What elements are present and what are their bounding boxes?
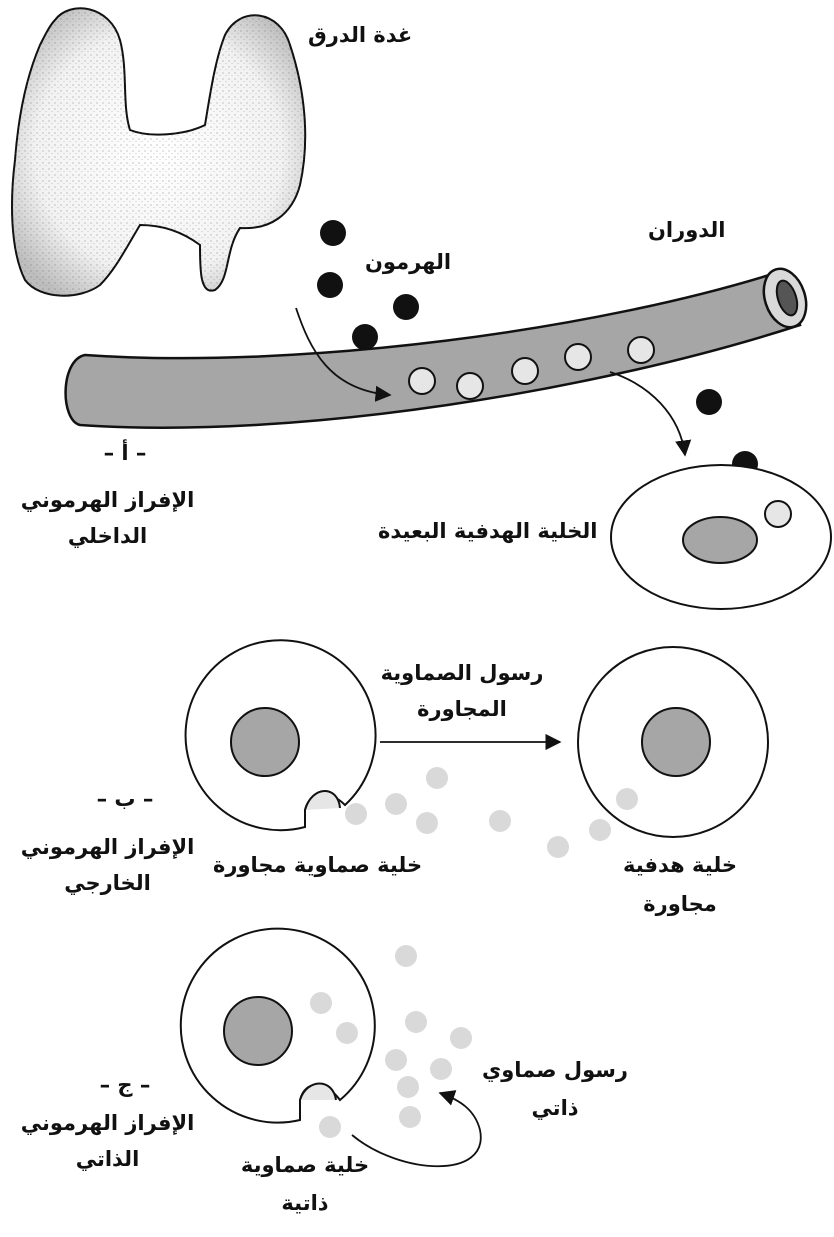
paracrine-messenger-label-2: المجاورة	[417, 697, 507, 721]
circulation-label: الدوران	[648, 218, 726, 242]
panel-a-title: الإفراز الهرموني	[20, 488, 195, 512]
panel-c-title: الإفراز الهرموني	[20, 1111, 195, 1135]
autocrine-messenger-label-2: ذاتي	[531, 1096, 579, 1120]
distant-target-cell	[610, 464, 832, 610]
hormone-label: الهرمون	[365, 250, 452, 274]
panel-b-subtitle: الخارجي	[64, 871, 151, 895]
thyroid-gland	[11, 7, 307, 297]
panel-c-subtitle: الذاتي	[75, 1147, 140, 1171]
paracrine-messenger-label: رسول الصماوية	[380, 661, 544, 685]
delivery-arrow	[609, 371, 692, 457]
autocrine-cell	[179, 927, 376, 1124]
distant-target-label: الخلية الهدفية البعيدة	[378, 519, 598, 543]
secretion-arrow	[295, 307, 392, 402]
gland-label: غدة الدرق	[308, 23, 413, 47]
panel-b-title: الإفراز الهرموني	[20, 835, 195, 859]
paracrine-target-label: خلية هدفية	[622, 853, 738, 877]
circulating-hormones	[408, 336, 655, 400]
paracrine-target-label-2: مجاورة	[643, 892, 717, 916]
panel-b-letter: – ب –	[96, 787, 154, 811]
nucleus	[223, 996, 293, 1066]
blood-vessel	[64, 267, 808, 429]
autocrine-messenger-label: رسول صماوي	[482, 1058, 628, 1082]
panel-c-letter: – ج –	[99, 1073, 151, 1097]
autocrine-cell-label-2: ذاتية	[281, 1191, 329, 1215]
paracrine-target-cell	[577, 646, 769, 838]
nucleus	[641, 707, 711, 777]
paracrine-source-label: خلية صماوية مجاورة	[213, 853, 423, 877]
panel-a-letter: – أ –	[103, 441, 147, 465]
nucleus	[230, 707, 300, 777]
paracrine-source-cell	[184, 639, 377, 832]
paracrine-messengers	[345, 767, 638, 858]
autocrine-cell-label: خلية صماوية	[240, 1153, 370, 1177]
autocrine-messengers	[310, 945, 472, 1138]
panel-a-subtitle: الداخلي	[67, 524, 148, 548]
nucleus	[682, 516, 758, 564]
autocrine-arrow	[351, 1090, 482, 1168]
